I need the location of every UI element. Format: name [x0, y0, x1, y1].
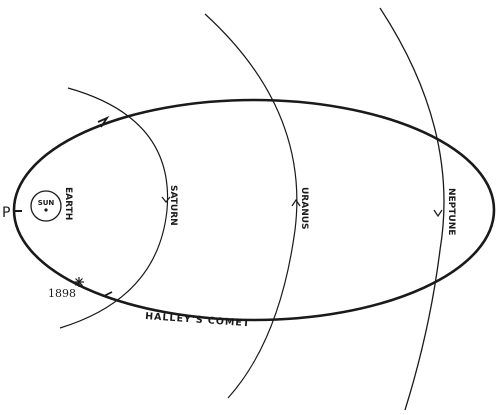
- perihelion-label: P: [2, 205, 10, 221]
- neptune-arrow: [433, 209, 443, 218]
- comet-arrow-bottom: [101, 291, 113, 300]
- saturn-arrow: [161, 196, 171, 203]
- neptune-label: NEPTUNE: [446, 188, 456, 235]
- earth-orbit: [30, 190, 62, 222]
- year-label: 1898: [48, 287, 76, 300]
- uranus-orbit: [204, 13, 298, 399]
- comet-1898-star-icon: [74, 277, 84, 287]
- uranus-arrow: [291, 198, 301, 207]
- saturn-label: SATURN: [168, 185, 178, 226]
- comet-orbit: [12, 98, 496, 322]
- comet-label: HALLEY'S COMET: [145, 311, 251, 329]
- sun-label: SUN: [38, 199, 55, 207]
- sun-dot: [44, 208, 48, 212]
- uranus-label: URANUS: [299, 187, 309, 230]
- comet-arrow-top: [97, 115, 110, 128]
- neptune-orbit: [379, 7, 445, 411]
- saturn-orbit: [59, 87, 169, 329]
- earth-label: EARTH: [63, 187, 73, 220]
